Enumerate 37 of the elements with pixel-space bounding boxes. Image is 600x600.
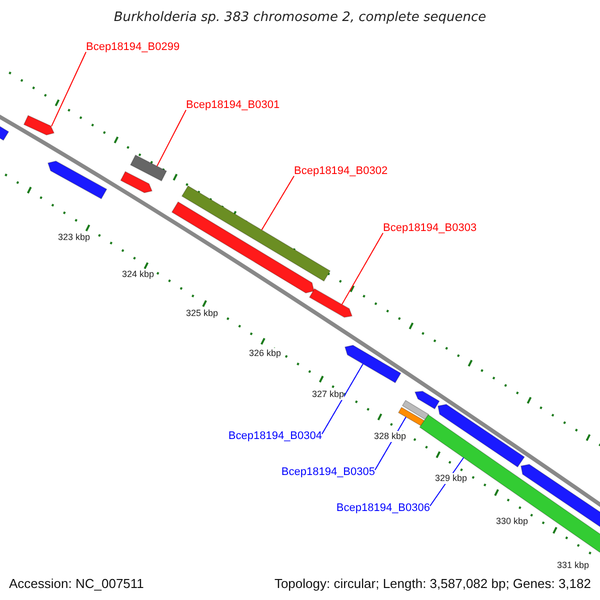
footer-text: Accession: NC_007511 xyxy=(9,576,144,591)
gene-label: Bcep18194_B0301 xyxy=(186,99,280,112)
leader-line xyxy=(341,232,384,305)
tick-label: 326 kbp xyxy=(249,348,282,359)
leader-line xyxy=(261,176,294,230)
title: Burkholderia sp. 383 chromosome 2, complete sequence xyxy=(112,10,488,25)
gene-block xyxy=(0,123,10,141)
tick-label: 324 kbp xyxy=(122,269,154,280)
leader-line xyxy=(51,52,86,127)
gene-block xyxy=(438,404,525,468)
gene-block xyxy=(308,288,353,318)
tick-label: 328 kbp xyxy=(374,431,406,442)
gene-block xyxy=(130,154,168,182)
gene-label: Bcep18194_B0299 xyxy=(86,41,180,54)
leader-line xyxy=(322,363,364,434)
gene-label: Bcep18194_B0305 xyxy=(281,466,375,479)
footer-text: Topology: circular; Length: 3,587,082 bp; Genes: 3,182 xyxy=(274,576,591,591)
gene-block xyxy=(344,344,402,384)
leader-line xyxy=(156,110,186,167)
tick-label: 323 kbp xyxy=(58,232,90,243)
tick-label: 329 kbp xyxy=(435,473,468,484)
gene-block xyxy=(47,160,108,200)
tick-label: 325 kbp xyxy=(186,308,218,319)
gene-block xyxy=(120,171,153,194)
gene-label: Bcep18194_B0302 xyxy=(294,165,388,178)
gene-block xyxy=(171,201,314,294)
tick-label: 327 kbp xyxy=(312,389,344,400)
tick-label: 331 kbp xyxy=(557,560,590,571)
gene-label: Bcep18194_B0306 xyxy=(336,502,430,515)
gene-block xyxy=(23,114,55,136)
gene-block xyxy=(414,390,440,410)
tick-label: 330 kbp xyxy=(496,516,528,527)
gene-block xyxy=(181,185,331,282)
gene-block xyxy=(398,406,426,428)
gene-label: Bcep18194_B0303 xyxy=(383,222,477,235)
gene-block xyxy=(402,400,430,420)
gene-label: Bcep18194_B0304 xyxy=(228,430,322,443)
